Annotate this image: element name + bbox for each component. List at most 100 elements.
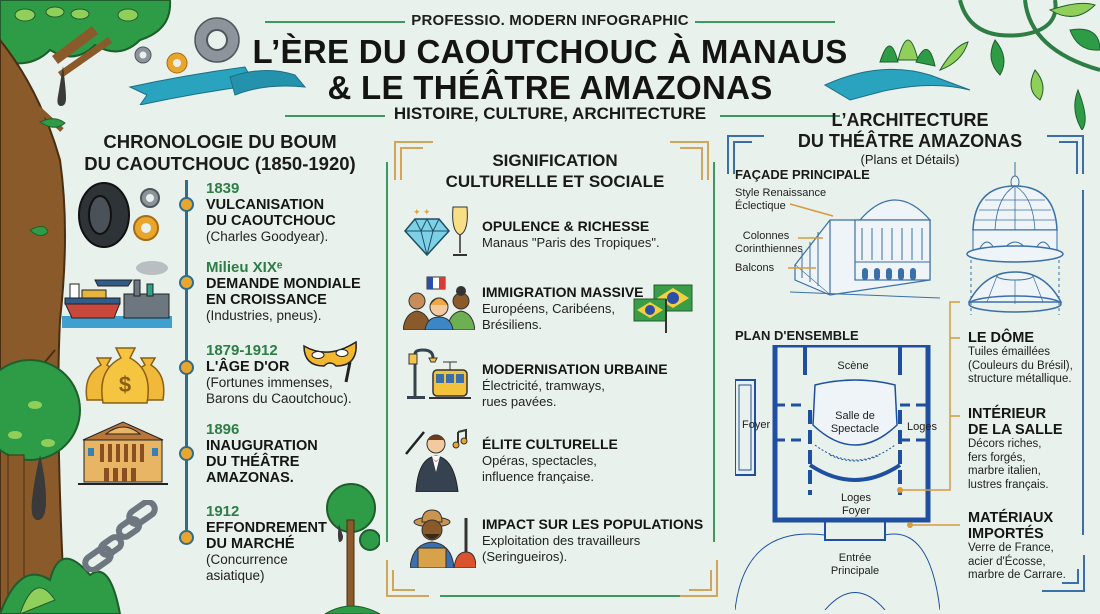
timeline-heading: DEMANDE MONDIALE bbox=[206, 276, 361, 292]
facade-label-line: Corinthiennes bbox=[735, 243, 803, 255]
detail-desc: Décors riches, bbox=[968, 438, 1042, 450]
detail-desc: lustres français. bbox=[968, 478, 1049, 491]
detail-desc: acier d'Écosse, bbox=[968, 555, 1046, 568]
culture-item-3: MODERNISATION URBAINE Électricité, tramw… bbox=[482, 361, 722, 410]
detail-item-interior: INTÉRIEUR DE LA SALLE Décors riches, fer… bbox=[968, 406, 1086, 492]
detail-desc: Tuiles émaillées bbox=[968, 346, 1051, 358]
broken-chain-icon bbox=[82, 500, 158, 572]
facade-blueprint-illustration bbox=[790, 199, 941, 299]
timeline-desc: (Fortunes immenses, bbox=[206, 375, 333, 390]
page-subtitle: HISTOIRE, CULTURE, ARCHITECTURE bbox=[393, 104, 707, 123]
timeline-heading: AMAZONAS. bbox=[206, 470, 294, 486]
timeline-heading: DU THÉÂTRE bbox=[206, 454, 300, 470]
culture-item-desc: influence française. bbox=[482, 469, 595, 484]
plan-room-entrance: Entrée Principale bbox=[820, 552, 890, 578]
blue-frame-right bbox=[1082, 190, 1084, 535]
detail-desc: (Couleurs du Brésil), bbox=[968, 359, 1073, 372]
rubber-tree-left-illustration bbox=[0, 0, 172, 614]
culture-border-bottom bbox=[440, 595, 680, 597]
architecture-title-line-2: DU THÉÂTRE AMAZONAS bbox=[797, 131, 1023, 151]
timeline-heading: DU MARCHÉ bbox=[206, 536, 295, 552]
plan-room-label: Principale bbox=[830, 565, 880, 577]
small-tree-icon bbox=[325, 483, 380, 614]
culture-item-desc: rues pavées. bbox=[482, 394, 557, 409]
timeline-desc: (Charles Goodyear). bbox=[206, 229, 329, 244]
header-line-right bbox=[695, 21, 835, 23]
facade-callout-lines bbox=[788, 203, 834, 269]
culture-item-desc: Exploitation des travailleurs bbox=[482, 533, 641, 548]
timeline-dot-1 bbox=[179, 197, 194, 212]
culture-item-heading: IMPACT SUR LES POPULATIONS bbox=[482, 516, 704, 532]
page-title-line-1: L’ÈRE DU CAOUTCHOUC À MANAUS bbox=[252, 33, 848, 70]
plan-room-label: Loges bbox=[841, 492, 871, 504]
detail-heading: INTÉRIEUR bbox=[968, 406, 1047, 422]
culture-item-heading: IMMIGRATION MASSIVE bbox=[482, 284, 644, 300]
header-kicker: PROFESSIO. MODERN INFOGRAPHIC bbox=[411, 12, 689, 29]
facade-label-balconies: Balcons bbox=[735, 262, 775, 274]
diamond-champagne-icon: ✦ ✦ bbox=[404, 206, 468, 257]
culture-title: SIGNIFICATION CULTURELLE ET SOCIALE bbox=[385, 150, 725, 192]
timeline-axis bbox=[185, 180, 188, 530]
culture-item-5: IMPACT SUR LES POPULATIONS Exploitation … bbox=[482, 516, 722, 565]
culture-item-desc: Électricité, tramways, bbox=[482, 378, 605, 393]
culture-border-left bbox=[386, 162, 388, 542]
svg-text:✦ ✦: ✦ ✦ bbox=[413, 207, 431, 217]
culture-item-desc: (Seringueiros). bbox=[482, 549, 568, 564]
timeline-desc: (Concurrence bbox=[206, 552, 288, 567]
subtitle-line-left bbox=[285, 115, 385, 117]
detail-desc: structure métallique. bbox=[968, 373, 1072, 385]
gold-frame-corner-tl bbox=[394, 141, 433, 180]
detail-item-dome: LE DÔME Tuiles émaillées (Couleurs du Br… bbox=[968, 330, 1086, 387]
blue-frame-corner-br bbox=[1042, 555, 1085, 592]
brazil-flags-icon bbox=[633, 284, 693, 333]
floor-plan-blueprint bbox=[735, 345, 940, 610]
timeline-date: 1912 bbox=[206, 503, 240, 520]
plan-room-label: Spectacle bbox=[830, 423, 880, 435]
detail-callout-lines bbox=[897, 301, 960, 528]
tire-gears-icon bbox=[78, 182, 160, 248]
culture-item-heading: MODERNISATION URBAINE bbox=[482, 361, 668, 377]
gears-ribbon-decoration bbox=[128, 17, 307, 105]
facade-label-line: Éclectique bbox=[735, 200, 786, 212]
facade-label-style: Style Renaissance Éclectique bbox=[735, 187, 826, 213]
ship-factory-icon bbox=[62, 261, 172, 328]
architecture-title-line-1: L’ARCHITECTURE bbox=[831, 110, 989, 130]
timeline-heading: EN CROISSANCE bbox=[206, 292, 327, 308]
plan-room-hall: Salle de Spectacle bbox=[820, 410, 890, 436]
timeline-title-line-2: DU CAOUTCHOUC (1850-1920) bbox=[84, 153, 356, 174]
culture-item-heading: OPULENCE & RICHESSE bbox=[482, 218, 650, 234]
detail-desc: marbre de Carrare. bbox=[968, 569, 1066, 581]
streetlamp-tram-icon bbox=[407, 348, 471, 399]
plan-room-loges: Loges bbox=[907, 421, 937, 433]
culture-item-2: IMMIGRATION MASSIVE Européens, Caribéens… bbox=[482, 284, 722, 333]
timeline-item-5: 1912 EFFONDREMENT DU MARCHÉ (Concurrence… bbox=[206, 503, 386, 584]
arch-top-line bbox=[722, 115, 814, 117]
timeline-desc: Barons du Caoutchouc). bbox=[206, 391, 352, 406]
timeline-item-3: 1879-1912 L'ÂGE D'OR (Fortunes immenses,… bbox=[206, 342, 386, 407]
immigrants-icon bbox=[403, 276, 475, 330]
timeline-date: 1839 bbox=[206, 180, 240, 197]
gold-frame-corner-br bbox=[675, 560, 718, 597]
page-title-line-2: & LE THÉÂTRE AMAZONAS bbox=[327, 69, 773, 106]
gold-frame-corner-bl bbox=[386, 560, 429, 597]
timeline-date: Milieu XIXᵉ bbox=[206, 259, 283, 276]
timeline-heading: EFFONDREMENT bbox=[206, 520, 327, 536]
detail-heading: LE DÔME bbox=[968, 330, 1035, 346]
carnival-mask-icon bbox=[303, 340, 357, 383]
money-bags-icon: $ bbox=[85, 347, 165, 404]
culture-title-line-1: SIGNIFICATION bbox=[492, 151, 618, 170]
plan-room-stage: Scène bbox=[837, 360, 869, 372]
timeline-dot-4 bbox=[179, 446, 194, 461]
timeline-dot-3 bbox=[179, 360, 194, 375]
facade-label-line: Style Renaissance bbox=[735, 187, 827, 199]
plan-title: PLAN D'ENSEMBLE bbox=[735, 328, 859, 343]
timeline-title-line-1: CHRONOLOGIE DU BOUM bbox=[103, 131, 337, 152]
culture-item-4: ÉLITE CULTURELLE Opéras, spectacles, inf… bbox=[482, 436, 722, 485]
culture-title-line-2: CULTURELLE ET SOCIALE bbox=[445, 172, 665, 191]
timeline-item-2: Milieu XIXᵉ DEMANDE MONDIALE EN CROISSAN… bbox=[206, 259, 386, 324]
plan-room-foyer: Foyer bbox=[742, 419, 771, 431]
detail-heading: MATÉRIAUX bbox=[968, 510, 1054, 526]
culture-item-1: OPULENCE & RICHESSE Manaus "Paris des Tr… bbox=[482, 218, 722, 251]
svg-text:$: $ bbox=[119, 372, 131, 397]
dome-blueprint-illustration bbox=[966, 162, 1064, 315]
